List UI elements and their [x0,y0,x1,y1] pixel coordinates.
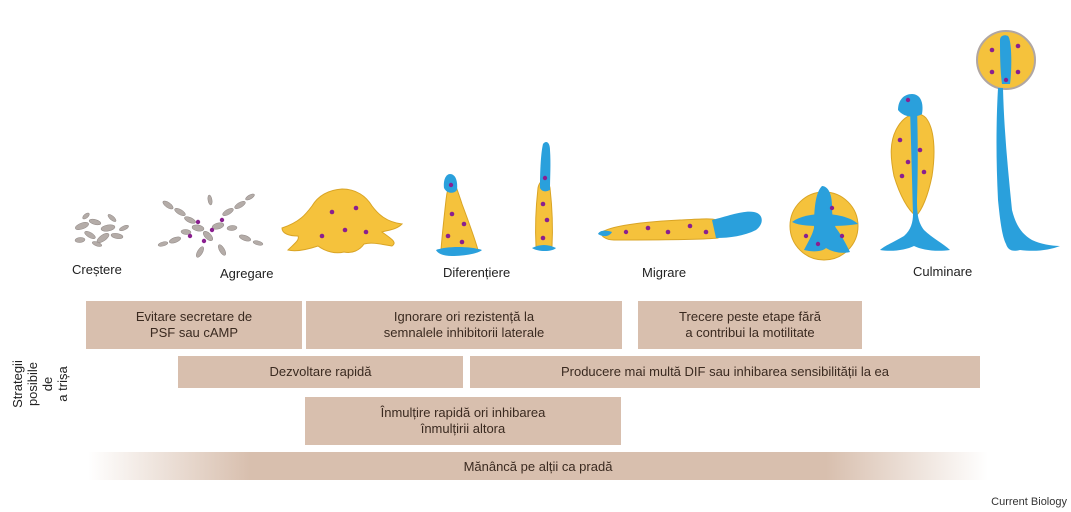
strategy-box-proliferation: Înmulțire rapidă ori inhibarea înmulțiri… [305,397,621,445]
strategy-box-skip-stages: Trecere peste etape fără a contribui la … [638,301,862,349]
mound-dots [319,205,369,239]
migrating-slug-front [712,211,762,238]
strategy-box-lateral-inhibition: Ignorare ori rezistență la semnalele inh… [306,301,622,349]
stage-label-diferentiere: Diferențiere [443,265,511,280]
aggregation-stream [157,193,264,258]
strategy-box-predation: Mănâncă pe alții ca pradă [88,452,988,480]
aggregation-dots [187,217,225,244]
culminant-early-dots [897,97,927,179]
migrating-slug-tail [598,230,612,237]
slug-upright-base [532,245,556,251]
tipped-mound-dots [445,182,467,245]
tipped-mound-base [436,247,482,256]
strategy-box-psf-camp: Evitare secretare de PSF sau cAMP [86,301,302,349]
stage-label-culminare: Culminare [913,264,973,279]
journal-credit: Current Biology [991,496,1067,508]
slug-upright-dots [540,175,550,241]
mexican-hat-ring [792,214,858,226]
strategy-box-dif: Producere mai multă DIF sau inhibarea se… [470,356,980,388]
culminant-early-stalk [880,108,950,251]
migrating-slug-dots [623,223,709,235]
migrating-slug [601,218,719,241]
life-cycle-illustration [74,30,1060,261]
strategies-side-label: Strategii posibile de a trișa [10,360,70,408]
slug-upright-tip [540,142,551,192]
mound [281,188,404,254]
fruiting-body-dots [989,43,1021,83]
stage-label-agregare: Agregare [220,266,274,281]
mexican-hat-dots [803,205,845,247]
growth-amoebae [74,212,129,247]
fruiting-body-stalk [996,88,1060,251]
strategy-box-rapid-development: Dezvoltare rapidă [178,356,463,388]
fruiting-body-sorus-core [1000,35,1012,84]
stage-label-crestere: Creștere [72,262,122,277]
stage-label-migrare: Migrare [642,265,687,280]
